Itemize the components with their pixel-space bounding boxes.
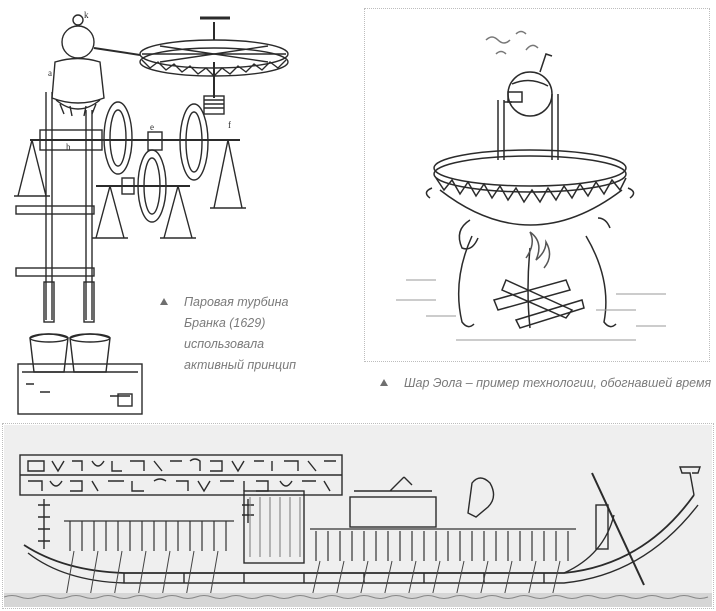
branca-caption-text: Паровая турбина Бранка (1629) использова… [184, 295, 297, 372]
svg-text:f: f [228, 120, 231, 130]
firewood-log [492, 279, 572, 311]
svg-text:h: h [66, 142, 71, 152]
aeolipile-panel-frame [364, 8, 710, 362]
head-figure [61, 25, 95, 59]
svg-text:k: k [84, 10, 89, 20]
aeolipile-caption-text: Шар Эола – пример технологии, обогнавшей… [404, 376, 712, 390]
svg-text:e: e [150, 122, 154, 132]
egyptian-boat-relief [4, 425, 712, 607]
aeolipile-caption: Шар Эола – пример технологии, обогнавшей… [380, 373, 711, 394]
deck-cabin [349, 496, 437, 528]
boiler-bust [51, 57, 105, 104]
mortar-right [69, 333, 111, 373]
branca-steam-turbine-engraving: k a h e f [0, 0, 358, 420]
aeolipile-engraving [366, 10, 708, 360]
seated-figure [467, 477, 495, 518]
svg-text:a: a [48, 68, 52, 78]
relief-panel-frame [2, 423, 714, 609]
machine-base [17, 363, 143, 415]
branca-engraving-svg: k a h e f [14, 10, 289, 415]
hieroglyph-signs [27, 458, 336, 493]
branca-caption: Паровая турбина Бранка (1629) использова… [160, 292, 304, 376]
deck-shrine [243, 490, 305, 564]
gear-wheel-1 [103, 101, 133, 175]
mortar-left [29, 333, 69, 373]
caption-triangle-icon [380, 379, 388, 386]
aeolipile-sphere [507, 71, 553, 117]
gear-wheel-3 [179, 103, 209, 181]
cauldron-leg-right [585, 235, 617, 328]
cauldron-leg-left [457, 235, 475, 328]
oars [65, 550, 561, 598]
cauldron-lid [433, 149, 627, 187]
caption-triangle-icon [160, 298, 168, 305]
aeolipile-engraving-svg [396, 30, 666, 341]
stern-ornament [679, 466, 701, 496]
water-band [4, 593, 712, 607]
cauldron-body [439, 189, 623, 226]
relief-svg [4, 425, 712, 607]
rowers [64, 520, 576, 561]
relief-background [4, 425, 712, 607]
